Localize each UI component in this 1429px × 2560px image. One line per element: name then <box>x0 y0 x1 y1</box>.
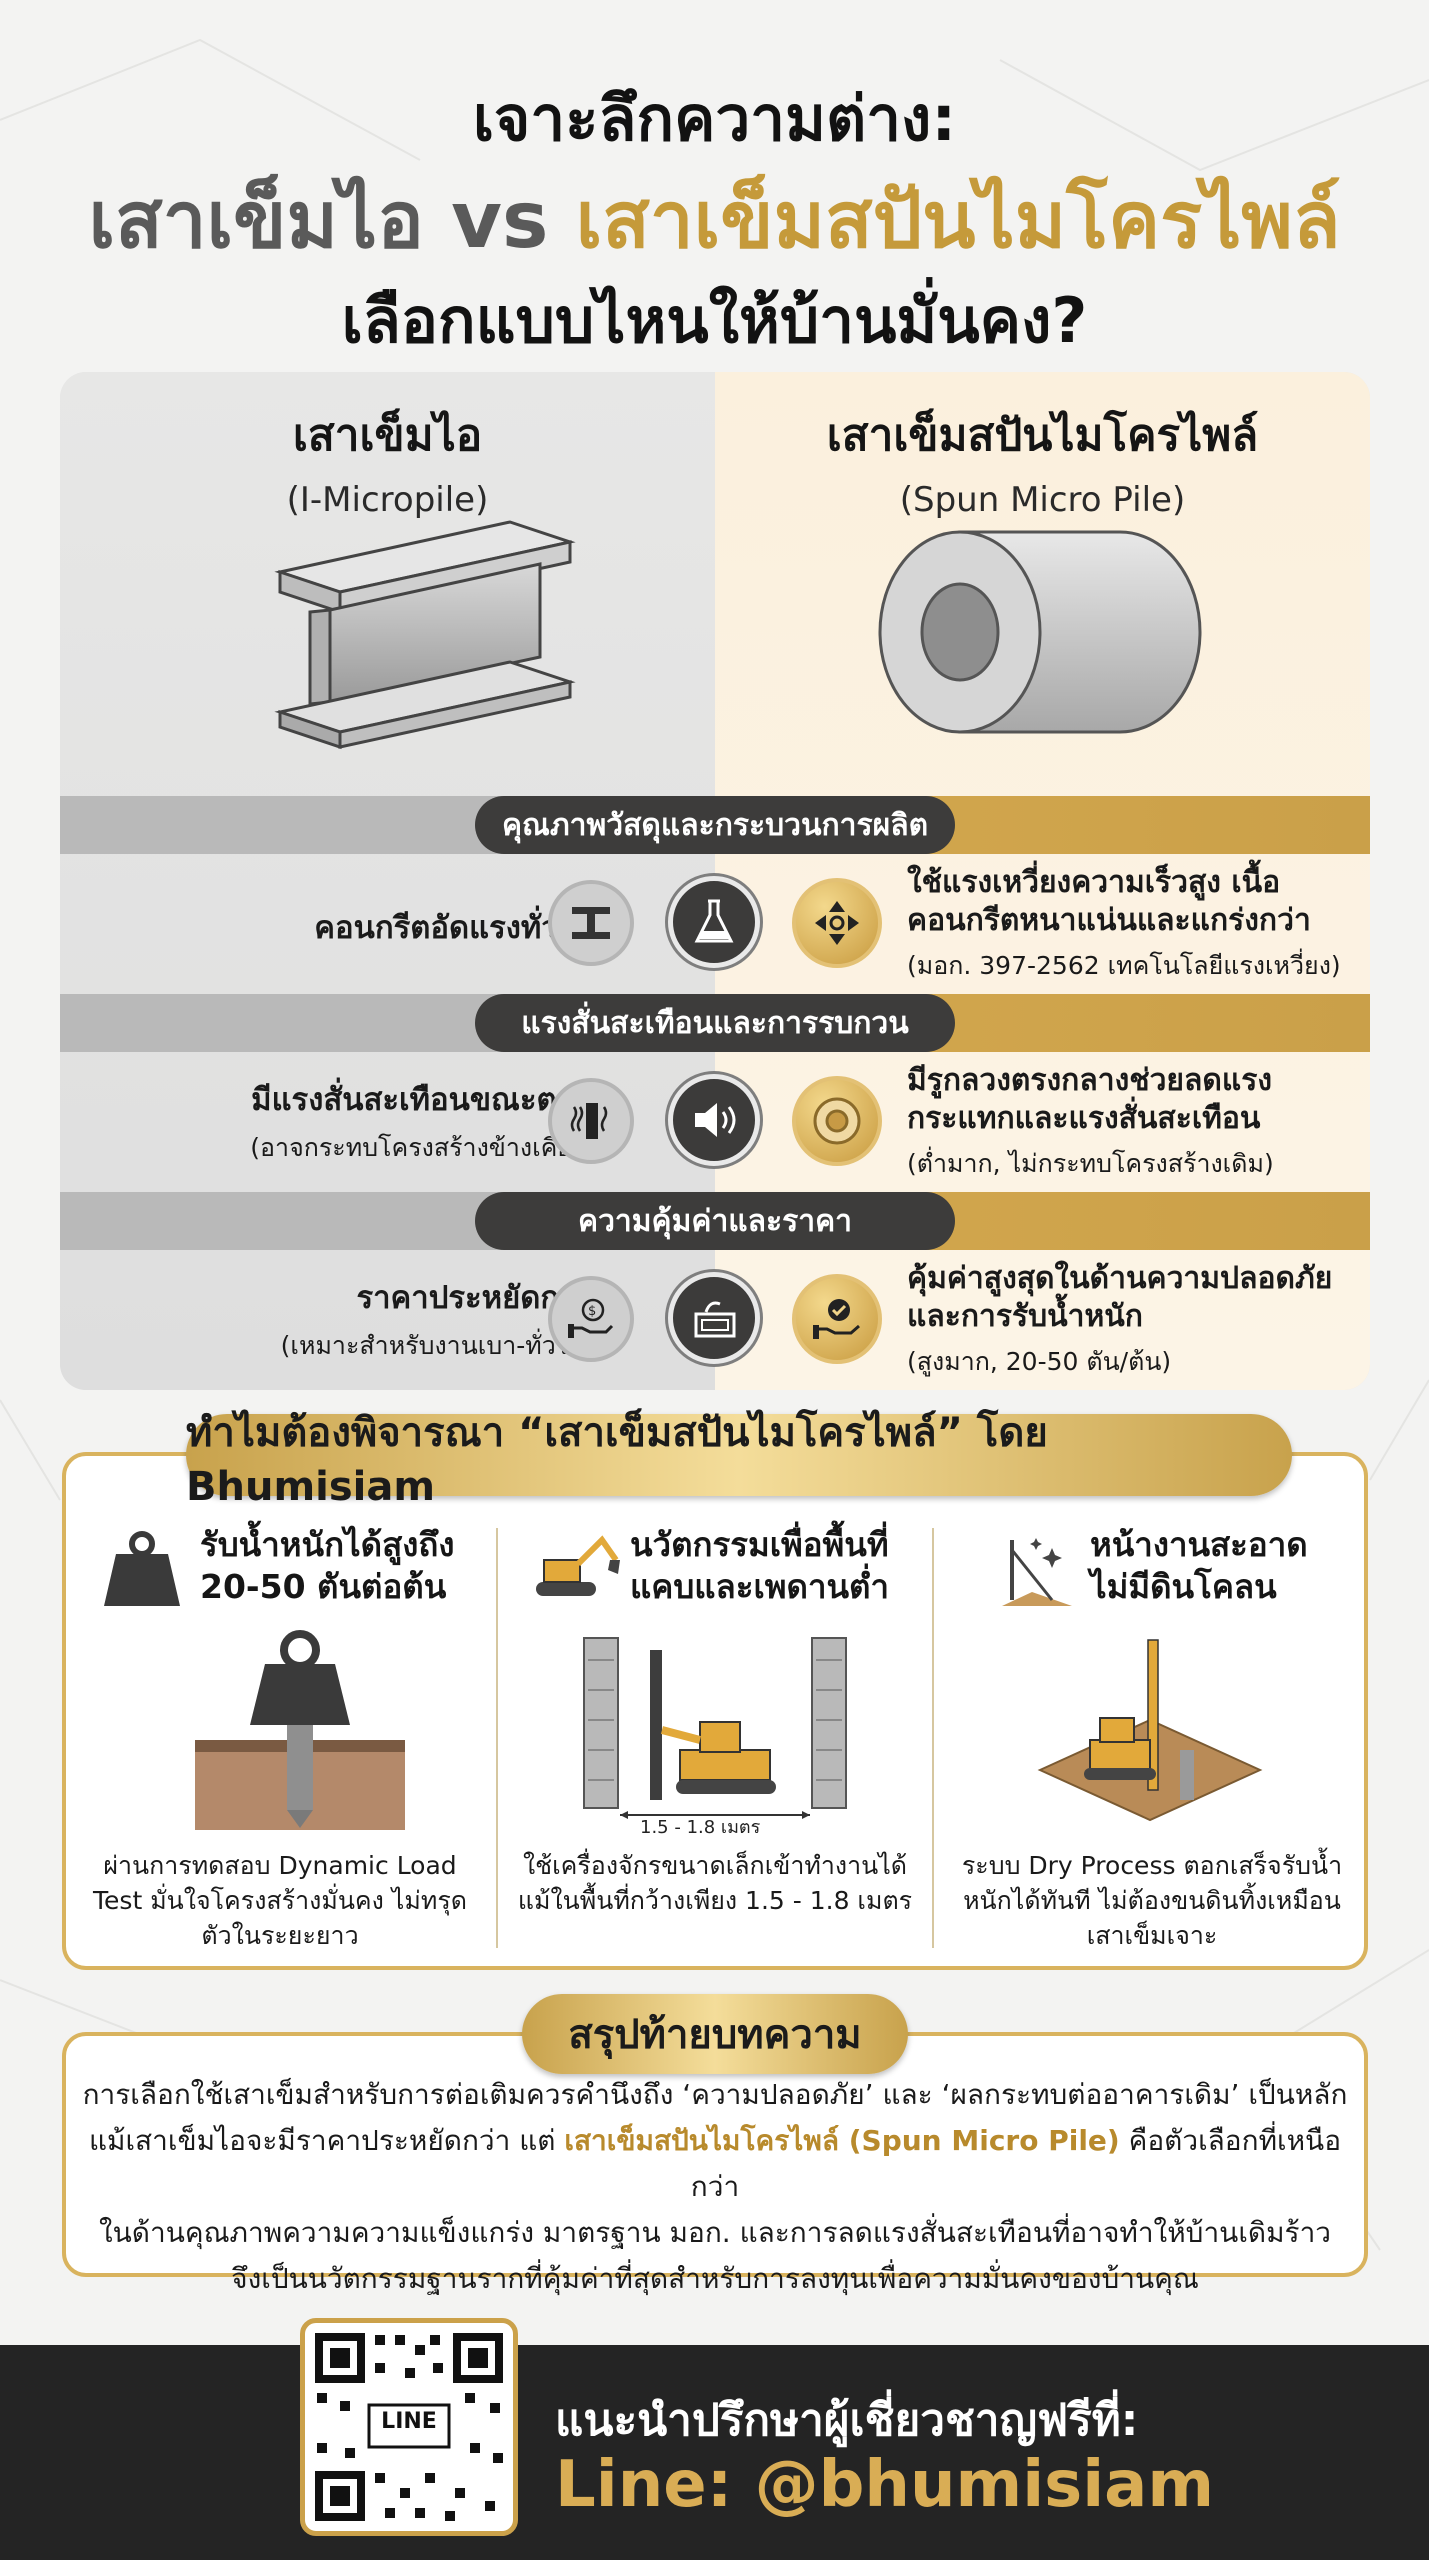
weight-icon <box>104 1531 180 1606</box>
why-divider-1 <box>496 1528 498 1948</box>
left-text-1: คอนกรีตอัดแรงทั่วไป <box>314 902 594 952</box>
summary-highlight: เสาเข็มสปันไมโครไพล์ (Spun Micro Pile) <box>564 2124 1120 2157</box>
why-divider-2 <box>932 1528 934 1948</box>
i-beam-icon <box>548 880 634 966</box>
left-main-1: คอนกรีตอัดแรงทั่วไป <box>314 910 594 946</box>
why-item-2-title: นวัตกรรมเพื่อพื้นที่ แคบและเพดานต่ำ <box>630 1525 890 1606</box>
summary-line-2: แม้เสาเข็มไอจะมีราคาประหยัดกว่า แต่ เสาเ… <box>80 2118 1350 2210</box>
why-item-1-title: รับน้ำหนักได้สูงถึง 20-50 ตันต่อต้น <box>200 1525 455 1606</box>
summary-line-3: ในด้านคุณภาพความความแข็งแกร่ง มาตรฐาน มอ… <box>98 2216 1332 2249</box>
summary-line-4: จึงเป็นนวัตกรรมฐานรากที่คุ้มค่าที่สุดสำห… <box>231 2262 1199 2295</box>
qr-code-icon <box>315 2333 503 2521</box>
why-item-1-caption: ผ่านการทดสอบ Dynamic Load Test มั่นใจโคร… <box>93 1851 467 1950</box>
line-qr-code[interactable]: LINE <box>300 2318 518 2536</box>
section-title-3: ความคุ้มค่าและราคา <box>475 1192 955 1250</box>
left-main-2: มีแรงสั่นสะเทือนขณะตอก <box>251 1082 594 1118</box>
vibration-icon <box>548 1078 634 1164</box>
right-sub-3: (สูงมาก, 20-50 ตัน/ต้น) <box>907 1347 1172 1376</box>
footer-bar <box>0 2345 1429 2560</box>
excavator-icon <box>536 1535 620 1596</box>
i-beam-illustration <box>274 520 576 750</box>
summary-line-2c: คือตัวเลือกที่เหนือกว่า <box>690 2124 1342 2203</box>
check-hand-icon <box>792 1274 882 1364</box>
i-micropile-name: เสาเข็มไอ <box>292 410 483 461</box>
spun-micropile-heading: เสาเข็มสปันไมโครไพล์ (Spun Micro Pile) <box>715 400 1370 520</box>
section-title-1: คุณภาพวัสดุและกระบวนการผลิต <box>475 796 955 854</box>
spin-arrows-icon <box>792 878 882 968</box>
right-text-1: ใช้แรงเหวี่ยงความเร็วสูง เนื้อคอนกรีตหนา… <box>907 864 1357 986</box>
footer-cta: แนะนำปรึกษาผู้เชี่ยวชาญฟรีที่: <box>555 2395 1139 2446</box>
money-hand-icon: $ <box>548 1276 634 1362</box>
narrow-space-illustration <box>583 1637 847 1819</box>
left-main-3: ราคาประหยัดกว่า <box>356 1280 595 1316</box>
right-text-2: มีรูกลวงตรงกลางช่วยลดแรง กระแทกและแรงสั่… <box>907 1062 1347 1184</box>
i-micropile-sub: (I-Micropile) <box>286 480 489 520</box>
speaker-icon <box>668 1074 760 1166</box>
cash-register-icon <box>668 1272 760 1364</box>
i-micropile-heading: เสาเข็มไอ (I-Micropile) <box>60 400 715 520</box>
right-main-1: ใช้แรงเหวี่ยงความเร็วสูง เนื้อคอนกรีตหนา… <box>907 865 1311 938</box>
summary-text: การเลือกใช้เสาเข็มสำหรับการต่อเติมควรคำน… <box>80 2072 1350 2302</box>
flask-icon <box>668 876 760 968</box>
right-main-2: มีรูกลวงตรงกลางช่วยลดแรง กระแทกและแรงสั่… <box>907 1063 1272 1136</box>
left-text-2: มีแรงสั่นสะเทือนขณะตอก (อาจกระทบโครงสร้า… <box>250 1074 594 1168</box>
spun-micropile-name: เสาเข็มสปันไมโครไพล์ <box>826 410 1259 461</box>
why-item-3-caption: ระบบ Dry Process ตอกเสร็จรับน้ำหนักได้ทั… <box>961 1851 1343 1950</box>
right-sub-1: (มอก. 397-2562 เทคโนโลยีแรงเหวี่ยง) <box>907 951 1341 980</box>
spun-micropile-sub: (Spun Micro Pile) <box>899 480 1186 520</box>
dimension-label: 1.5 - 1.8 เมตร <box>640 1817 761 1838</box>
title-i-micropile: เสาเข็มไอ vs <box>88 176 576 266</box>
why-section-title: ทำไมต้องพิจารณา “เสาเข็มสปันไมโครไพล์” โ… <box>186 1410 1292 1510</box>
left-text-3: ราคาประหยัดกว่า (เหมาะสำหรับงานเบา-ทั่วไ… <box>281 1272 594 1366</box>
summary-line-1: การเลือกใช้เสาเข็มสำหรับการต่อเติมควรคำน… <box>82 2078 1348 2111</box>
page-title-line2: เสาเข็มไอ vs เสาเข็มสปันไมโครไพล์ <box>0 158 1429 282</box>
section-title-2: แรงสั่นสะเทือนและการรบกวน <box>475 994 955 1052</box>
why-item-3-title: หน้างานสะอาด ไม่มีดินโคลน <box>1090 1525 1308 1606</box>
right-sub-2: (ต่ำมาก, ไม่กระทบโครงสร้างเดิม) <box>907 1149 1274 1178</box>
hollow-ring-icon <box>792 1076 882 1166</box>
left-sub-2: (อาจกระทบโครงสร้างข้างเคียง) <box>250 1133 594 1162</box>
page-title-line3: เลือกแบบไหนให้บ้านมั่นคง? <box>341 284 1088 357</box>
page-title-line1: เจาะลึกความต่าง: <box>472 82 957 155</box>
qr-line-label: LINE <box>381 2409 437 2434</box>
title-spun-micropile: เสาเข็มสปันไมโครไพล์ <box>575 176 1341 266</box>
weight-pile-illustration <box>195 1630 405 1830</box>
left-sub-3: (เหมาะสำหรับงานเบา-ทั่วไป) <box>280 1331 594 1360</box>
right-main-3: คุ้มค่าสูงสุดในด้านความปลอดภัย และการรับ… <box>907 1261 1333 1334</box>
summary-line-2a: แม้เสาเข็มไอจะมีราคาประหยัดกว่า แต่ <box>88 2124 565 2157</box>
clean-site-icon <box>1002 1538 1072 1606</box>
why-item-2-caption: ใช้เครื่องจักรขนาดเล็กเข้าทำงานได้ แม้ใน… <box>517 1851 913 1915</box>
svg-text:$: $ <box>588 1304 596 1319</box>
footer-line-id[interactable]: Line: @bhumisiam <box>555 2448 1215 2522</box>
summary-title: สรุปท้ายบทความ <box>522 1994 908 2074</box>
comparison-panel: เสาเข็มไอ (I-Micropile) เสาเข็มสปันไมโคร… <box>60 372 1370 1390</box>
right-text-3: คุ้มค่าสูงสุดในด้านความปลอดภัย และการรับ… <box>907 1260 1347 1382</box>
dry-process-illustration <box>1037 1639 1263 1822</box>
spun-pile-illustration <box>878 530 1202 734</box>
